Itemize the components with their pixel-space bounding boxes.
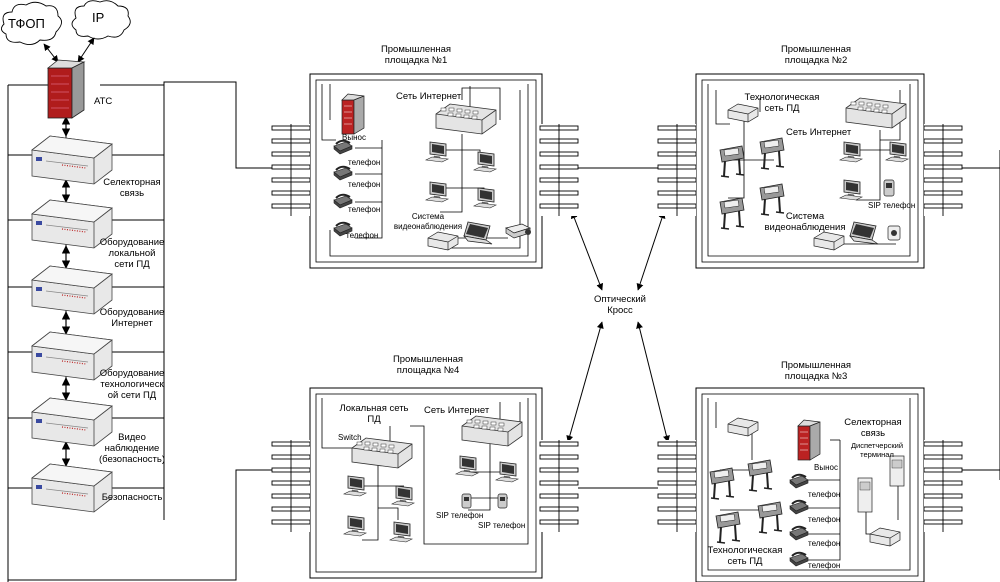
site4-sip-label-1: SIP телефон [436,511,484,520]
site4-switch-label: Switch [338,433,362,442]
site3-phone-label-1: телефон [808,490,841,499]
cross-arrows [566,211,670,443]
rack-label-video: Видео наблюдение (безопасность) [98,432,166,465]
site1-video-label: Система видеонаблюдения [393,212,463,231]
site1-internet-label: Сеть Интернет [396,91,462,102]
site3-printer-icon [709,459,783,544]
ats-label: АТС [94,96,113,107]
site1-phone-label-3: телефон [348,205,381,214]
cloud-pstn-label: ТФОП [8,16,45,31]
site2-pc-icon [839,141,909,201]
site3-tech-server-icon [727,417,759,437]
site2-sip-label: SIP телефон [868,201,916,210]
site1-camera-icon [505,223,532,239]
site2-sip-phone-icon [883,179,895,197]
ats-cabinet-icon [46,59,86,119]
rack-label-lan: Оборудование локальной сети ПД [99,237,165,270]
rack-label-tech: Оборудование технологическ ой сети ПД [99,368,165,401]
rack-device-security-icon [31,463,113,513]
optical-cross-label: Оптический Кросс [594,294,646,316]
site4-lan-label: Локальная сеть ПД [339,403,409,425]
site2-internet-label: Сеть Интернет [786,127,852,138]
cloud-pstn [1,1,62,45]
site2-internet-switch-icon [845,97,907,129]
site3-remote-rack-icon [797,419,821,461]
site3-selector-label: Селекторная связь [844,417,902,439]
site1-patch-left-icon [271,123,311,217]
site2-patch-right-icon [923,123,963,217]
site1-remote-rack-icon [341,93,365,135]
site3-selector-device-icon [869,527,901,547]
site2-camera-icon [887,225,901,241]
site3-dispatcher-terminal-icon [857,455,905,513]
site3-patch-left-icon [657,439,697,533]
cross-links [578,150,1000,489]
site2-video-label: Система видеонаблюдения [764,211,846,233]
site2-tech-label: Технологическая сеть ПД [744,92,820,114]
site4-internet-label: Сеть Интернет [424,405,490,416]
site3-title: Промышленная площадка №3 [780,360,852,382]
site4-internet-switch-icon [461,415,523,447]
site2-laptop-icon [849,221,879,245]
site1-remote-label: Вынос [342,133,366,142]
site1-phone-label-2: телефон [348,180,381,189]
site2-video-server-icon [813,231,845,251]
site2-title: Промышленная площадка №2 [780,44,852,66]
site3-patch-right-icon [923,439,963,533]
site3-remote-label: Вынос [814,463,838,472]
cloud-ip-label: IP [92,10,105,25]
site4-patch-left-icon [271,439,311,533]
site1-pc-icon [425,141,497,209]
cloud-arrows [43,37,95,63]
site4-title: Промышленная площадка №4 [392,354,464,376]
site1-phone-label-1: телефон [348,158,381,167]
site4-patch-right-icon [539,439,579,533]
rack-label-selector: Селекторная связь [103,177,161,199]
site1-patch-right-icon [539,123,579,217]
site3-dispatcher-label: Диспетчерский терминал [850,441,904,459]
site4-sip-label-2: SIP телефон [478,521,526,530]
site1-laptop-icon [463,221,493,245]
site2-patch-left-icon [657,123,697,217]
site3-phone-label-4: телефон [808,561,841,570]
site4-sip-phone-icon [461,493,508,509]
site1-title: Промышленная площадка №1 [380,44,452,66]
cloud-ip [71,0,131,40]
rack-label-internet: Оборудование Интернет [99,307,165,329]
site3-phone-icon [789,473,809,567]
site1-video-server-icon [427,231,459,251]
site1-internet-switch-icon [435,103,497,135]
site1-phone-label-4: телефон [346,231,379,240]
site3-phone-label-2: телефон [808,515,841,524]
site3-tech-label: Технологическая сеть ПД [707,545,783,567]
rack-label-security: Безопасность [101,492,163,503]
site3-phone-label-3: телефон [808,539,841,548]
